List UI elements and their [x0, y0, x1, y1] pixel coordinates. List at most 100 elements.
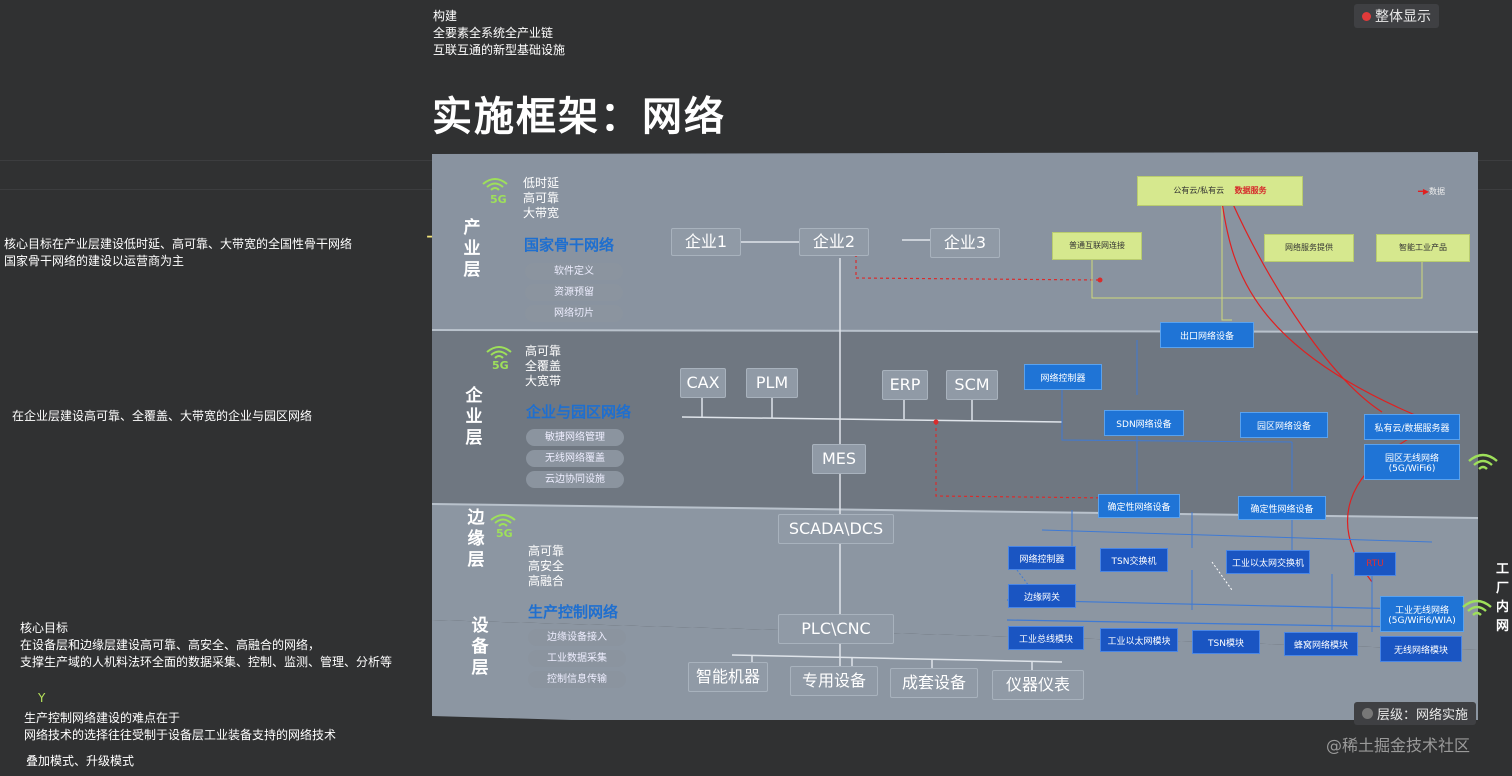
- pill-control-transfer: 控制信息传输: [528, 671, 626, 688]
- pill-agile-management: 敏捷网络管理: [526, 429, 624, 446]
- system-scada-dcs: SCADA\DCS: [778, 514, 894, 544]
- pill-software-defined: 软件定义: [525, 263, 623, 280]
- feature-item: 全覆盖: [525, 359, 562, 373]
- cut-char: 厂: [1496, 581, 1510, 596]
- campus-wireless-box: 园区无线网络 (5G/WiFi6): [1364, 444, 1460, 480]
- industry-features: 低时延 高可靠 大带宽: [523, 176, 559, 221]
- page-title: 实施框架：网络: [432, 94, 726, 140]
- circle-icon: [1362, 708, 1373, 719]
- enterprise-net-title: 企业与园区网络: [526, 403, 632, 421]
- cloud-data-label: 数据服务: [1234, 186, 1267, 195]
- internet-connection-box: 普通互联网连接: [1052, 232, 1142, 260]
- note-difficulty: 生产控制网络建设的难点在于 网络技术的选择往往受制于设备层工业装备支持的网络技术: [24, 710, 336, 744]
- private-cloud-server-box: 私有云/数据服务器: [1364, 414, 1460, 440]
- feature-item: 大带宽: [523, 206, 560, 220]
- right-cut-label: 工 厂 内 网: [1496, 560, 1509, 636]
- enterprise-features: 高可靠 全覆盖 大宽带: [525, 344, 561, 389]
- industrial-wireless-box: 工业无线网络 (5G/WiFi6/WIA): [1380, 596, 1464, 632]
- industrial-wireless-line: (5G/WiFi6/WIA): [1388, 615, 1456, 626]
- feature-item: 高可靠: [525, 344, 562, 358]
- enterprise-1-box: 企业1: [671, 228, 741, 256]
- level-badge-label: 层级：网络实施: [1377, 708, 1469, 723]
- cloud-label: 公有云/私有云: [1173, 186, 1225, 195]
- edge-gateway: 边缘网关: [1008, 584, 1076, 608]
- cellular-module: 蜂窝网络模块: [1284, 632, 1358, 656]
- industrial-ethernet-switch: 工业以太网交换机: [1226, 550, 1310, 574]
- note-enterprise: 在企业层建设高可靠、全覆盖、大带宽的企业与园区网络: [12, 409, 313, 423]
- subtitle-line: 互联互通的新型基础设施: [433, 43, 566, 57]
- feature-item: 高可靠: [528, 544, 565, 558]
- rtu-box: RTU: [1354, 552, 1396, 576]
- note-line: 网络技术的选择往往受制于设备层工业装备支持的网络技术: [24, 728, 337, 742]
- equipment-complete-set: 成套设备: [890, 668, 978, 698]
- 5g-badge: 5G: [496, 527, 513, 540]
- pill-data-collection: 工业数据采集: [528, 650, 626, 667]
- subtitle: 构建 全要素全系统全产业链 互联互通的新型基础设施: [433, 8, 565, 59]
- wifi-icon: [1462, 599, 1492, 616]
- exit-network-device: 出口网络设备: [1160, 322, 1254, 348]
- pill-cloud-edge: 云边协同设施: [526, 471, 624, 488]
- industrial-ethernet-module: 工业以太网模块: [1100, 628, 1178, 652]
- system-erp: ERP: [882, 370, 928, 400]
- legend-data: ━▶数据: [1418, 187, 1445, 196]
- system-cax: CAX: [680, 368, 726, 398]
- note-line: 核心目标在产业层建设低时延、高可靠、大带宽的全国性骨干网络: [4, 237, 353, 251]
- cut-char: 工: [1496, 562, 1510, 577]
- smart-product-box: 智能工业产品: [1376, 234, 1470, 262]
- wireless-module: 无线网络模块: [1380, 636, 1462, 662]
- campus-device-box: 园区网络设备: [1240, 412, 1328, 438]
- deterministic-device-1: 确定性网络设备: [1098, 494, 1180, 518]
- equipment-instrument: 仪器仪表: [992, 670, 1084, 700]
- overall-display-label: 整体显示: [1375, 9, 1431, 25]
- note-line: 生产控制网络建设的难点在于: [24, 711, 181, 725]
- campus-wireless-line: (5G/WiFi6): [1388, 463, 1436, 474]
- sdn-device-box: SDN网络设备: [1104, 410, 1184, 436]
- industrial-wireless-line: 工业无线网络: [1394, 605, 1449, 616]
- network-diagram: 产业层 5G 低时延 高可靠 大带宽 国家骨干网络 软件定义 资源预留 网络切片…: [432, 150, 1478, 720]
- watermark: @稀土掘金技术社区: [1326, 736, 1471, 755]
- note-line: 国家骨干网络的建设以运营商为主: [4, 254, 185, 268]
- tsn-switch: TSN交换机: [1100, 548, 1168, 572]
- device-net-title: 生产控制网络: [528, 603, 619, 621]
- campus-wireless-line: 园区无线网络: [1384, 453, 1439, 464]
- y-mark: Y: [38, 691, 46, 705]
- record-dot-icon: [1362, 11, 1371, 21]
- layer-label-edge: 边缘层: [467, 508, 485, 570]
- 5g-badge: 5G: [490, 193, 507, 206]
- device-network-controller: 网络控制器: [1008, 546, 1076, 570]
- feature-item: 高可靠: [523, 191, 560, 205]
- system-mes: MES: [812, 444, 866, 474]
- layer-label-industry: 产业层: [463, 218, 481, 280]
- system-scm: SCM: [946, 370, 998, 400]
- industrial-bus-module: 工业总线模块: [1008, 626, 1084, 650]
- cut-char: 内: [1496, 600, 1510, 615]
- system-plc-cnc: PLC\CNC: [778, 614, 894, 644]
- network-controller-box: 网络控制器: [1024, 364, 1102, 390]
- enterprise-2-box: 企业2: [799, 228, 869, 256]
- feature-item: 高融合: [528, 574, 565, 588]
- deterministic-device-2: 确定性网络设备: [1238, 496, 1326, 520]
- wifi-5g-icon: [486, 346, 512, 359]
- level-badge[interactable]: 层级：网络实施: [1354, 702, 1477, 725]
- pill-network-slice: 网络切片: [525, 305, 623, 322]
- note-industry: 核心目标在产业层建设低时延、高可靠、大带宽的全国性骨干网络 国家骨干网络的建设以…: [4, 236, 352, 270]
- equipment-smart-machine: 智能机器: [688, 662, 768, 692]
- service-provide-box: 网络服务提供: [1264, 234, 1354, 262]
- note-line: 核心目标: [20, 621, 69, 635]
- equipment-special: 专用设备: [790, 666, 878, 696]
- layer-label-enterprise: 企业层: [465, 386, 483, 448]
- overall-display-button[interactable]: 整体显示: [1354, 4, 1439, 28]
- cut-char: 网: [1496, 619, 1510, 634]
- tsn-module: TSN模块: [1192, 630, 1260, 654]
- feature-item: 大宽带: [525, 374, 562, 388]
- feature-item: 低时延: [523, 176, 560, 190]
- subtitle-line: 构建: [433, 9, 458, 23]
- wifi-5g-icon: [490, 514, 516, 527]
- layer-label-device: 设备层: [471, 616, 489, 678]
- 5g-badge: 5G: [492, 359, 509, 372]
- pill-wireless-coverage: 无线网络覆盖: [526, 450, 624, 467]
- note-line: 支撑生产域的人机料法环全面的数据采集、控制、监测、管理、分析等: [20, 655, 393, 669]
- note-line: 在设备层和边缘层建设高可靠、高安全、高融合的网络，: [20, 638, 321, 652]
- wifi-icon: [1468, 453, 1498, 470]
- pill-resource-reserve: 资源预留: [525, 284, 623, 301]
